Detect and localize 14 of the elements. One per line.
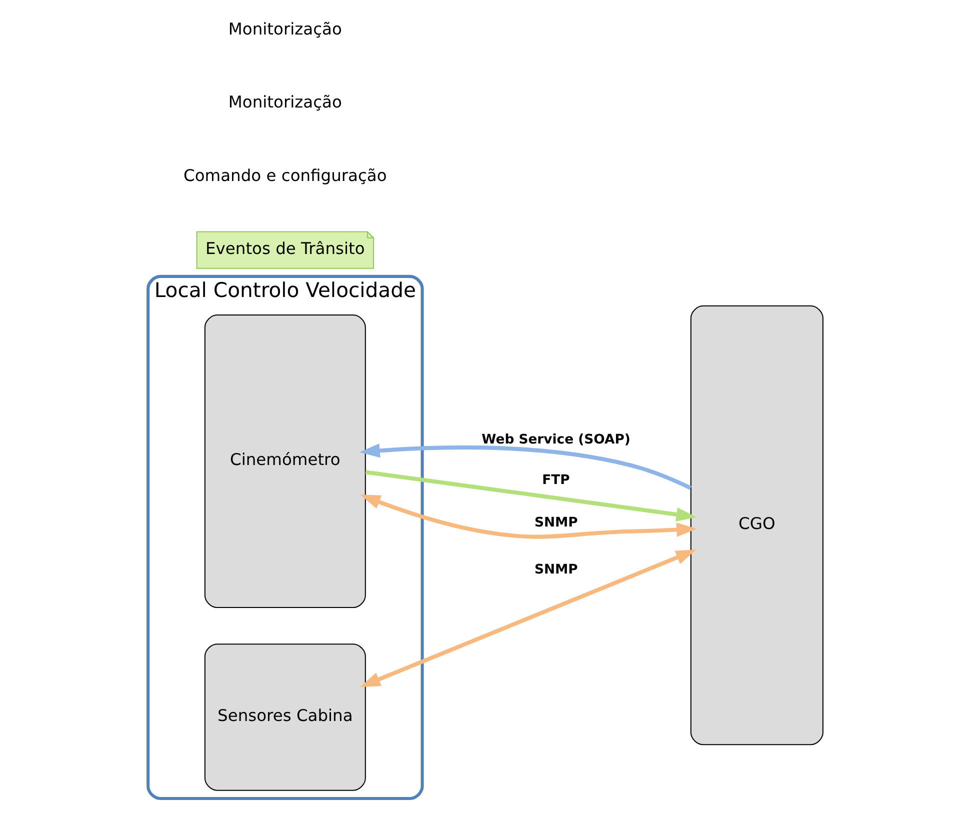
arrow bbox=[360, 494, 696, 539]
edge-label: FTP bbox=[542, 473, 570, 488]
node-box: Cinemómetro bbox=[204, 314, 366, 608]
label: Comando e configuração bbox=[183, 166, 386, 185]
label: Monitorização bbox=[228, 92, 342, 112]
arrow bbox=[359, 550, 696, 688]
edge-label: SNMP bbox=[534, 516, 578, 531]
label: Monitorização bbox=[228, 20, 342, 39]
node-box: CGO bbox=[690, 305, 823, 746]
arrow bbox=[364, 470, 696, 522]
edge-label: SNMP bbox=[534, 562, 578, 578]
node-box: Sensores Cabina bbox=[204, 644, 366, 791]
edge-label: Web Service (SOAP) bbox=[481, 432, 630, 448]
arrow bbox=[359, 444, 692, 490]
